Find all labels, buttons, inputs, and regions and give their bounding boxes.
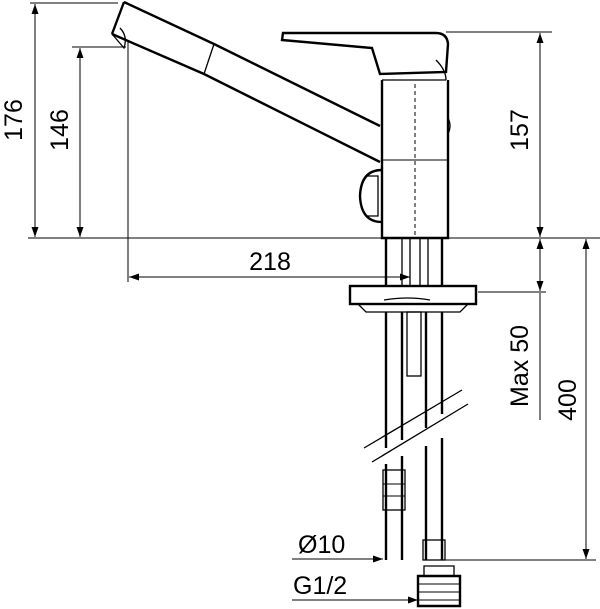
dim-218-label: 218 xyxy=(249,248,291,276)
mounting-stud xyxy=(406,311,422,377)
dimension-lines xyxy=(31,4,590,604)
faucet-body xyxy=(110,0,451,240)
hose-fitting-left xyxy=(382,469,406,511)
spout-tip xyxy=(110,1,126,35)
faucet-column xyxy=(380,80,450,240)
dim-max50-label: Max 50 xyxy=(506,325,534,407)
break-line-lower xyxy=(371,403,469,463)
mounting-washer xyxy=(357,303,469,313)
connector-nut xyxy=(423,565,455,577)
dim-146-label: 146 xyxy=(46,109,74,151)
dim-400-label: 400 xyxy=(554,379,582,421)
spout-top-edge xyxy=(123,0,381,128)
hose-fitting-right xyxy=(422,539,446,561)
side-button xyxy=(447,117,451,135)
diverter-knob xyxy=(358,168,383,224)
dim-157-label: 157 xyxy=(506,109,534,151)
connector-threads xyxy=(418,583,460,601)
handle-curve xyxy=(435,59,447,81)
shank-inner xyxy=(401,238,429,286)
reference-lines xyxy=(28,2,600,561)
mounting-assembly xyxy=(348,238,478,377)
dimension-labels: 176 146 157 218 Max 50 400 Ø10 G1/2 xyxy=(0,99,582,600)
dim-diameter-label: Ø10 xyxy=(298,531,345,559)
threaded-connector xyxy=(416,574,462,608)
diverter-knob-inner xyxy=(366,175,379,217)
spout-aerator xyxy=(111,27,126,50)
dim-176-label: 176 xyxy=(0,99,28,141)
spout-bottom-edge xyxy=(111,32,381,164)
mixer-handle xyxy=(280,31,450,76)
plate-detail xyxy=(383,297,431,301)
supply-hoses xyxy=(363,312,469,608)
dim-thread-label: G1/2 xyxy=(293,572,347,600)
mounting-plate xyxy=(348,284,478,306)
break-line-upper xyxy=(363,389,463,449)
spout-joint xyxy=(203,43,215,75)
